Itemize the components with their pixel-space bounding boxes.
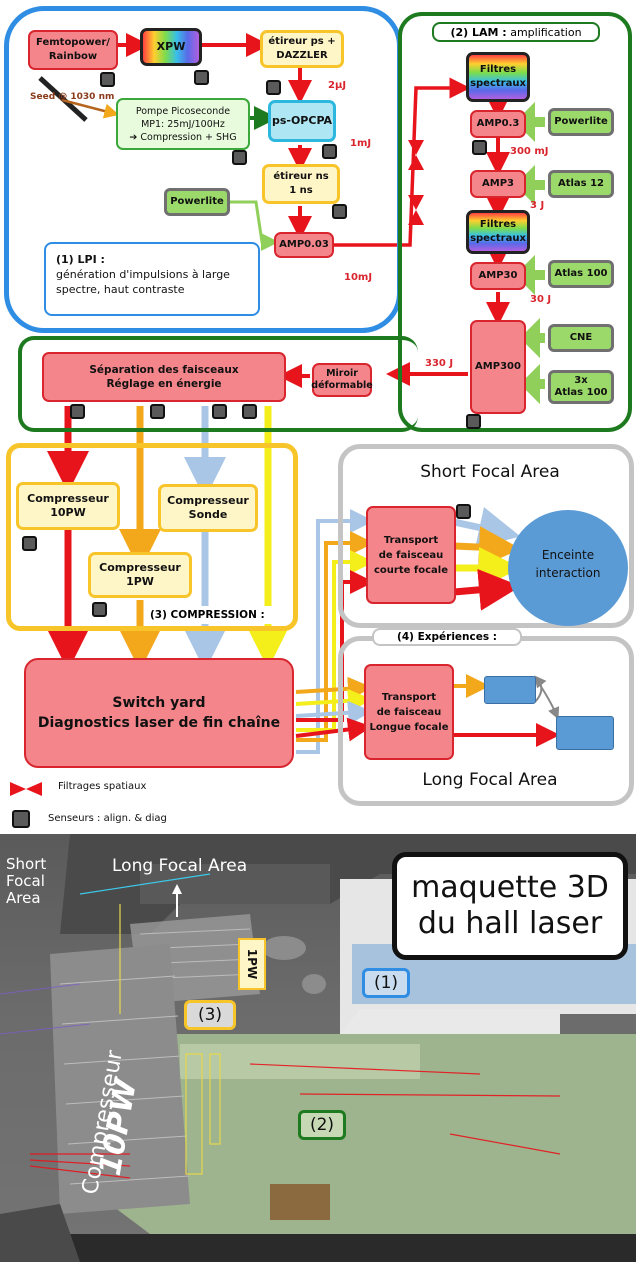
lam-title: (2) LAM : amplification — [432, 22, 600, 42]
sensor-icon — [456, 504, 471, 519]
amp3-box: AMP3 — [470, 170, 526, 198]
model3d-1pw-text: 1PW — [245, 948, 260, 980]
model3d-label-1: (1) — [362, 968, 410, 998]
short-area-frame — [338, 444, 634, 628]
spatial-filter — [408, 195, 424, 225]
legend-sensor-icon — [12, 810, 30, 828]
sensor-icon — [332, 204, 347, 219]
sensor-icon — [70, 404, 85, 419]
pompe-picoseconde-box: Pompe Picoseconde MP1: 25mJ/100Hz ➔ Comp… — [116, 98, 250, 150]
compresseur-1pw-box: Compresseur 1PW — [88, 552, 192, 598]
beam-powerlite-amp — [228, 200, 279, 251]
sensor-icon — [266, 80, 281, 95]
stretcher-ps-box: étireur ps + DAZZLER — [260, 30, 344, 68]
xpw-box: XPW — [140, 28, 202, 66]
filtres-spectraux-2: Filtres spectraux — [466, 210, 530, 254]
model3d-compresseur-label: Compresseur 10PW — [40, 1030, 190, 1230]
beam-seed-pompe — [61, 98, 120, 119]
sensor-icon — [194, 70, 209, 85]
short-area-title: Short Focal Area — [420, 462, 560, 482]
cne-box: CNE — [548, 324, 614, 352]
experiences-title: (4) Expériences : — [372, 628, 522, 646]
energy-2uj: 2µJ — [328, 80, 347, 91]
ps-opcpa-box: ps-OPCPA — [268, 100, 336, 142]
energy-10mj: 10mJ — [344, 272, 373, 283]
energy-30j: 30 J — [530, 294, 552, 305]
enceinte-circle — [508, 510, 628, 626]
model3d-1pw-label: 1PW — [238, 938, 266, 990]
femtopower-box: Femtopower/ Rainbow — [28, 30, 118, 70]
miroir-deformable-box: Miroir déformable — [311, 363, 373, 397]
energy-330j: 330 J — [425, 358, 454, 369]
long-area-title: Long Focal Area — [422, 770, 558, 790]
model3d-title-box: maquette 3D du hall laser — [392, 852, 628, 960]
legend-filtrages: Filtrages spatiaux — [58, 781, 147, 792]
atlas12-box: Atlas 12 — [548, 170, 614, 198]
switchyard-box: Switch yard Diagnostics laser de fin cha… — [24, 658, 294, 768]
lam-frame — [398, 12, 632, 432]
amp300-box: AMP300 — [470, 320, 526, 414]
long-target-1 — [484, 676, 536, 704]
lpi-desc: génération d'impulsions à large spectre,… — [56, 268, 230, 296]
compresseur-10pw-box: Compresseur 10PW — [16, 482, 120, 530]
sensor-icon — [100, 72, 115, 87]
transport-short-box: Transport de faisceau courte focale — [366, 506, 456, 604]
model3d-short-1: Short — [6, 855, 47, 873]
model3d-title-line1: maquette 3D — [411, 870, 609, 905]
stretcher-ns-box: étireur ns 1 ns — [262, 164, 340, 204]
sensor-icon — [92, 602, 107, 617]
lam-title-bold: (2) LAM : — [450, 25, 507, 39]
model3d-short-2: Focal — [6, 872, 45, 890]
model3d-arrow-up — [172, 884, 182, 894]
sensor-icon — [466, 414, 481, 429]
atlas100x3-box: 3x Atlas 100 — [548, 370, 614, 404]
powerlite-lam-box: Powerlite — [548, 108, 614, 136]
lam-title-rest: amplification — [506, 25, 582, 39]
sensor-icon — [322, 144, 337, 159]
energy-3j: 3 J — [530, 200, 545, 211]
atlas100-box: Atlas 100 — [548, 260, 614, 288]
sensor-icon — [150, 404, 165, 419]
amp03-box: AMP0.3 — [470, 110, 526, 138]
transport-long-box: Transport de faisceau Longue focale — [364, 664, 454, 760]
sensor-icon — [242, 404, 257, 419]
legend-filter-glyph — [10, 782, 42, 796]
long-target-2 — [556, 716, 614, 750]
model3d-long-focal-label: Long Focal Area — [112, 856, 248, 876]
sensor-icon — [22, 536, 37, 551]
filtres-spectraux-1: Filtres spectraux — [466, 52, 530, 102]
sep-frame — [18, 336, 418, 432]
compression-title: (3) COMPRESSION : — [146, 606, 286, 624]
spatial-filter — [408, 140, 424, 170]
legend-senseurs: Senseurs : align. & diag — [48, 813, 167, 824]
amp30-box: AMP30 — [470, 262, 526, 290]
energy-1mj: 1mJ — [350, 138, 372, 149]
lpi-desc-box: (1) LPI : génération d'impulsions à larg… — [44, 242, 260, 316]
sensor-icon — [472, 140, 487, 155]
model3d-label-3: (3) — [184, 1000, 236, 1030]
comp-frame — [6, 443, 298, 631]
energy-300mj: 300 mJ — [510, 146, 549, 157]
model3d-short-3: Area — [6, 889, 41, 907]
amp003-box: AMP0.03 — [274, 232, 334, 258]
model3d-arrow-stem — [176, 893, 178, 917]
separation-box: Séparation des faisceaux Réglage en éner… — [42, 352, 286, 402]
enceinte-label: Enceinte interaction — [535, 548, 601, 580]
seed-label: Seed @ 1030 nm — [30, 92, 115, 102]
powerlite-lpi-box: Powerlite — [164, 188, 230, 216]
sensor-icon — [212, 404, 227, 419]
sensor-icon — [232, 150, 247, 165]
lpi-title: (1) LPI : — [56, 253, 105, 266]
model3d-title-line2: du hall laser — [417, 906, 603, 941]
model3d-short-focal-label: Short Focal Area — [6, 856, 46, 907]
model3d-label-2: (2) — [298, 1110, 346, 1140]
compresseur-sonde-box: Compresseur Sonde — [158, 484, 258, 532]
